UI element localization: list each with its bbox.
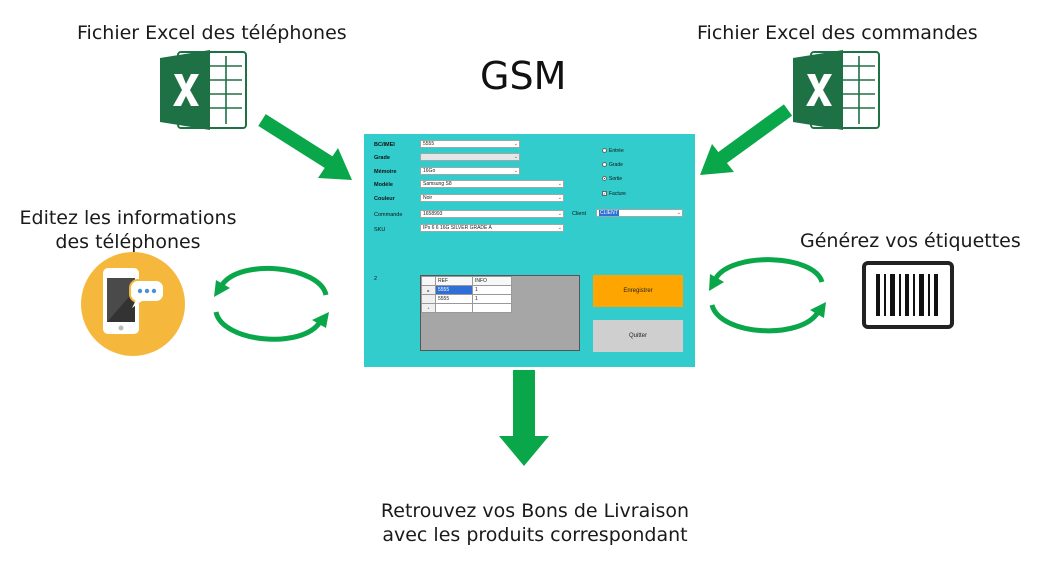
label-memoire: Mémoire [374,169,397,175]
chevron-down-icon: ⌄ [513,141,518,147]
caption-labels: Générez vos étiquettes [800,230,1021,252]
row-marker: * [421,303,436,313]
sku-value: IPs 6 6 16G SILVER GRADE A [423,225,492,231]
cycle-arrows-left [213,265,329,342]
items-table: REF INFO ▸ 5555 1 5555 1 * [421,276,512,313]
caption-edit-info-line1: Editez les informations [19,207,237,229]
section-label: 2 [374,276,378,282]
commande-value: 1658993 [423,211,443,217]
bc-imei-input[interactable]: 5555 ⌄ [420,140,520,148]
checkbox-facture[interactable]: ✓Facture [602,191,626,197]
label-couleur: Couleur [374,196,395,202]
cell-ref[interactable]: 5555 [435,285,473,295]
label-commande: Commande [374,212,403,218]
modele-select[interactable]: Samsung S8 ⌄ [420,180,564,188]
caption-edit-info: Editez les informations des téléphones [12,206,244,254]
chevron-down-icon: ⌄ [676,210,681,216]
grade-select[interactable]: ⌄ [420,153,520,161]
checkbox-icon: ✓ [602,191,607,197]
gsm-app-window: BC/IMEI 5555 ⌄ Grade ⌄ Mémoire 16Go ⌄ Modè… [364,134,695,367]
excel-icon-right [793,50,880,130]
table-row[interactable]: 5555 1 [421,294,512,304]
radio-selected-icon [602,176,607,182]
couleur-value: Noir [423,195,433,201]
label-client: Client [572,211,587,217]
table-row-new[interactable]: * [421,303,512,313]
row-marker [421,294,436,304]
chevron-down-icon: ⌄ [557,195,562,201]
sku-select[interactable]: IPs 6 6 16G SILVER GRADE A ⌄ [420,224,564,232]
label-sku: SKU [374,227,386,233]
chevron-down-icon: ⌄ [557,181,562,187]
caption-orders-excel: Fichier Excel des commandes [697,22,978,44]
radio-entree[interactable]: Entrée [602,148,624,154]
couleur-select[interactable]: Noir ⌄ [420,194,564,202]
modele-value: Samsung S8 [423,181,452,187]
caption-edit-info-line2: des téléphones [55,231,201,253]
quit-button[interactable]: Quitter [593,320,683,352]
row-marker: ▸ [421,285,436,295]
smartphone-chat-icon [81,252,185,356]
label-bc-imei: BC/IMEI [374,142,395,148]
arrow-right-excel-to-app [700,104,793,175]
commande-select[interactable]: 1658993 ⌄ [420,210,564,218]
save-button[interactable]: Enregistrer [593,275,683,307]
caption-delivery: Retrouvez vos Bons de Livraison avec les… [350,499,720,547]
client-select[interactable]: CLIENT ⌄ [596,209,683,217]
column-header-info: INFO [472,276,512,286]
diagram-title: GSM [480,54,567,98]
table-header-row: REF INFO [421,276,512,286]
barcode-icon [862,261,954,329]
caption-phones-excel: Fichier Excel des téléphones [77,22,347,44]
checkbox-facture-label: Facture [609,191,626,197]
memoire-value: 16Go [423,168,436,174]
items-grid[interactable]: REF INFO ▸ 5555 1 5555 1 * [420,275,580,351]
radio-sortie[interactable]: Sortie [602,176,622,182]
label-grade: Grade [374,155,390,161]
client-value: CLIENT [599,210,619,216]
chevron-down-icon: ⌄ [557,225,562,231]
column-header-ref: REF [435,276,473,286]
cell-info[interactable]: 1 [472,294,512,304]
cell-info[interactable] [472,303,512,313]
cell-ref[interactable]: 5555 [435,294,473,304]
row-header-cell [421,276,436,286]
label-modele: Modèle [374,182,393,188]
bc-imei-value: 5555 [423,141,435,147]
excel-icon-left [160,50,247,130]
arrow-left-excel-to-app [258,114,352,180]
arrow-app-to-delivery [499,370,549,466]
memoire-select[interactable]: 16Go ⌄ [420,167,520,175]
radio-circle-icon [602,162,607,168]
cell-info[interactable]: 1 [472,285,512,295]
caption-delivery-line1: Retrouvez vos Bons de Livraison [380,500,690,522]
chevron-down-icon: ⌄ [557,211,562,217]
cycle-arrows-right [709,257,826,334]
radio-grade-label: Grade [609,162,623,168]
table-row[interactable]: ▸ 5555 1 [421,285,512,295]
caption-delivery-line2: avec les produits correspondant [382,524,688,546]
chevron-down-icon: ⌄ [513,168,518,174]
cell-ref[interactable] [435,303,473,313]
radio-entree-label: Entrée [609,148,624,154]
chevron-down-icon: ⌄ [513,154,518,160]
radio-grade[interactable]: Grade [602,162,623,168]
radio-sortie-label: Sortie [609,176,623,182]
radio-circle-icon [602,148,607,154]
